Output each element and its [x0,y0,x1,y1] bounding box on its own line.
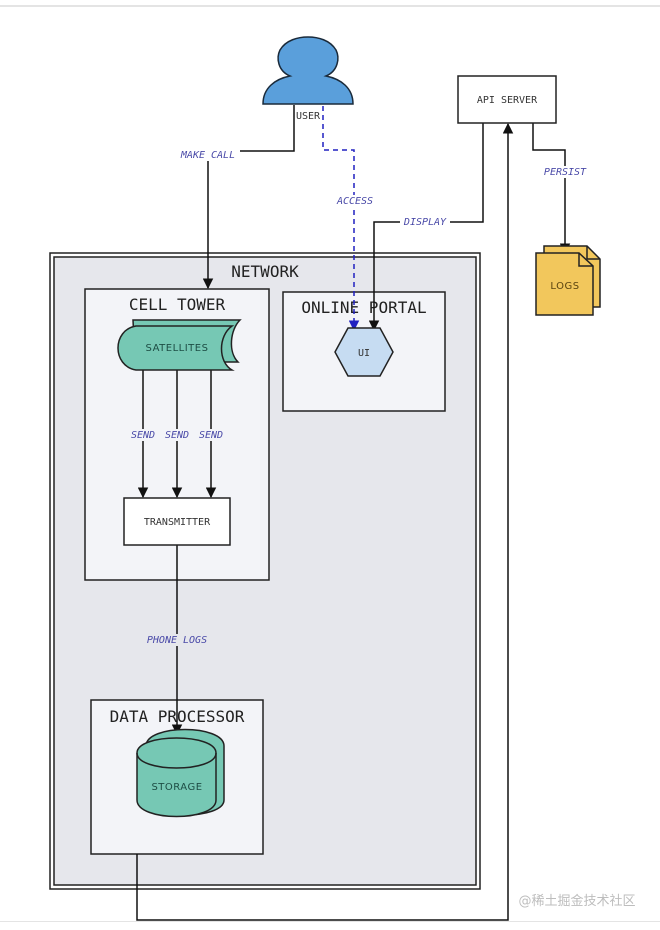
edge-label-bg [128,429,158,441]
logs-back-fold [586,246,600,260]
storage-top-rim [136,752,217,769]
node-storage[interactable]: STORAGE [136,728,225,818]
network-title: NETWORK [231,262,299,281]
cylinder-icon [136,737,217,818]
online-portal-title: ONLINE PORTAL [301,298,426,317]
node-transmitter[interactable]: TRANSMITTER [123,497,231,546]
api-server-box [457,75,557,124]
edge-label-phone-logs: PHONE LOGS [147,635,207,646]
document-icon [535,252,594,316]
database-icon [117,325,235,371]
hexagon-icon [334,327,394,377]
edge-make-call[interactable]: MAKE CALL [176,105,295,290]
edge-send-1[interactable]: SEND [128,370,158,499]
logs-front-fold [578,253,593,267]
edge-make-call-line [202,105,295,290]
edge-send-2[interactable]: SEND [162,370,192,499]
satellites-label: SATELLITES [146,343,209,354]
top-divider [0,5,660,7]
edge-display[interactable]: DISPLAY [368,123,484,332]
edge-storage-to-api-line [136,122,514,921]
bottom-divider [0,921,660,922]
transmitter-box [123,497,231,546]
edge-persist[interactable]: PERSIST [532,123,590,255]
edge-label-send-2: SEND [165,430,189,441]
edge-label-bg [400,216,450,228]
user-label: USER [296,111,321,122]
edge-label-display: DISPLAY [403,217,447,228]
node-user[interactable]: USER [262,36,354,122]
edge-access[interactable]: ACCESS [322,106,376,332]
cell-tower-title: CELL TOWER [129,295,226,314]
logs-label: LOGS [550,281,579,292]
edge-label-access: ACCESS [336,196,373,207]
edge-label-bg [162,429,192,441]
node-satellites[interactable]: SATELLITES [117,319,242,371]
node-logs[interactable]: LOGS [535,245,601,316]
edge-label-bg [142,634,212,646]
edge-label-make-call: MAKE CALL [180,150,235,161]
node-ui[interactable]: UI [334,327,394,377]
edge-persist-line [532,123,571,255]
edge-phone-logs[interactable]: PHONE LOGS [142,545,212,736]
edge-access-line [322,106,360,332]
api-server-label: API SERVER [477,95,538,106]
edge-storage-to-api[interactable] [136,122,514,921]
edge-label-bg [334,195,376,207]
edge-label-bg [540,166,590,178]
network-outer-border [49,252,481,890]
edge-label-bg [196,429,226,441]
edge-label-send-1: SEND [131,430,155,441]
edge-label-send-3: SEND [199,430,223,441]
user-icon [262,36,354,105]
edge-send-3[interactable]: SEND [196,370,226,499]
ui-label: UI [358,348,370,359]
edge-label-bg [176,149,240,161]
node-api-server[interactable]: API SERVER [457,75,557,124]
transmitter-label: TRANSMITTER [144,517,211,528]
storage-label: STORAGE [151,782,202,793]
watermark: @稀土掘金技术社区 [518,893,635,909]
edge-label-persist: PERSIST [544,167,587,178]
